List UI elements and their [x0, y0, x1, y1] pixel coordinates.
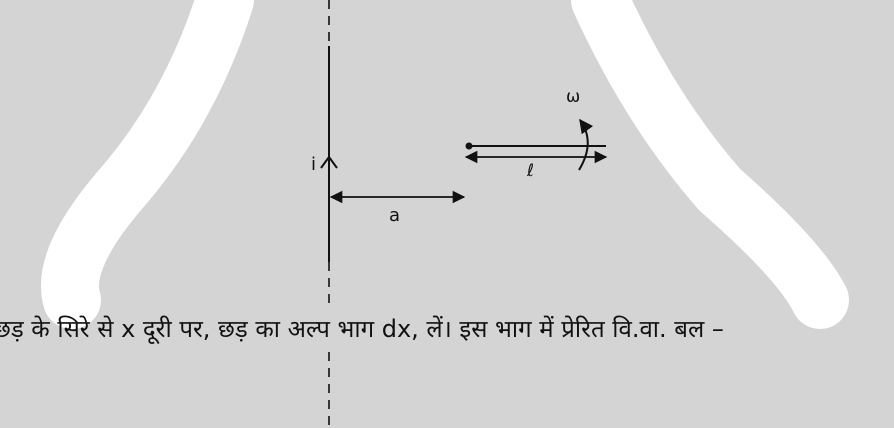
angular-velocity-label: ω — [566, 87, 580, 107]
current-direction-arrow — [320, 155, 338, 169]
caption-text: छड़ के सिरे से x दूरी पर, छड़ का अल्प भा… — [0, 315, 724, 343]
watermark-left-arc — [41, 0, 254, 329]
distance-label: a — [389, 205, 400, 226]
rod-length-label: ℓ — [526, 161, 534, 181]
current-label: i — [311, 154, 316, 175]
watermark-right-arc — [571, 0, 849, 329]
angular-velocity-arrow — [578, 118, 594, 171]
